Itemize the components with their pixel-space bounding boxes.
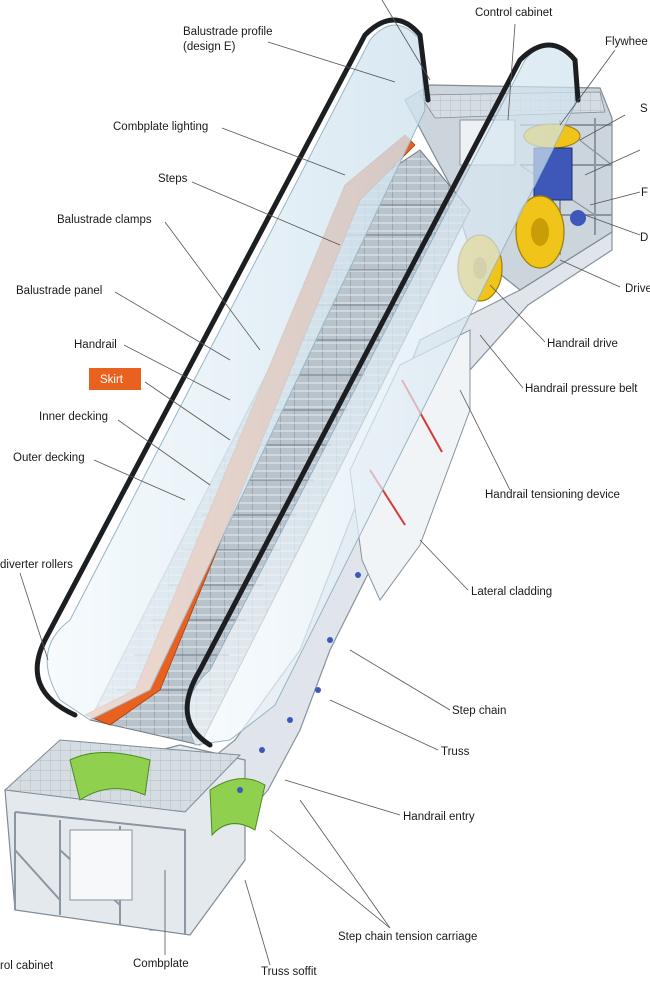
label-step-chain: Step chain: [452, 705, 506, 717]
label-truss-soffit: Truss soffit: [261, 966, 317, 978]
right-handrail[interactable]: [184, 42, 581, 748]
label-edge-d: D: [640, 232, 648, 244]
label-drive: Drive: [625, 283, 650, 295]
leader-lines: [19, 0, 641, 966]
label-balustrade-profile-sub: (design E): [183, 41, 236, 53]
label-balustrade-panel: Balustrade panel: [16, 285, 102, 297]
label-flywheel: Flywhee: [605, 36, 648, 48]
control-cabinet-bottom: [69, 829, 133, 901]
label-handrail-entry: Handrail entry: [403, 811, 475, 823]
label-outer-decking: Outer decking: [13, 452, 85, 464]
label-diverter-rollers: diverter rollers: [0, 559, 73, 571]
label-steps: Steps: [158, 173, 188, 185]
labels: Balustrade profile (design E) Control ca…: [0, 7, 650, 978]
label-truss: Truss: [441, 746, 470, 758]
label-balustrade-profile: Balustrade profile: [183, 26, 273, 38]
label-handrail: Handrail: [74, 339, 117, 351]
escalator-structure: [3, 17, 613, 936]
label-edge-f: F: [641, 187, 648, 199]
label-step-chain-tension-carriage: Step chain tension carriage: [338, 931, 477, 943]
label-handrail-drive: Handrail drive: [547, 338, 618, 350]
label-skirt-badge: Skirt: [89, 368, 141, 390]
label-control-cabinet-bottom: rol cabinet: [0, 960, 54, 972]
label-edge-s: S: [640, 103, 648, 115]
label-control-cabinet-top: Control cabinet: [475, 7, 553, 19]
green-parts: [69, 752, 266, 837]
label-combplate-lighting: Combplate lighting: [113, 121, 208, 133]
left-handrail[interactable]: [34, 17, 431, 718]
label-lateral-cladding: Lateral cladding: [471, 586, 552, 598]
label-inner-decking: Inner decking: [39, 411, 108, 423]
label-handrail-tensioning: Handrail tensioning device: [485, 489, 620, 501]
label-handrail-pressure-belt: Handrail pressure belt: [525, 383, 638, 395]
label-combplate: Combplate: [133, 958, 189, 970]
label-balustrade-clamps: Balustrade clamps: [57, 214, 152, 226]
label-skirt: Skirt: [100, 374, 124, 386]
